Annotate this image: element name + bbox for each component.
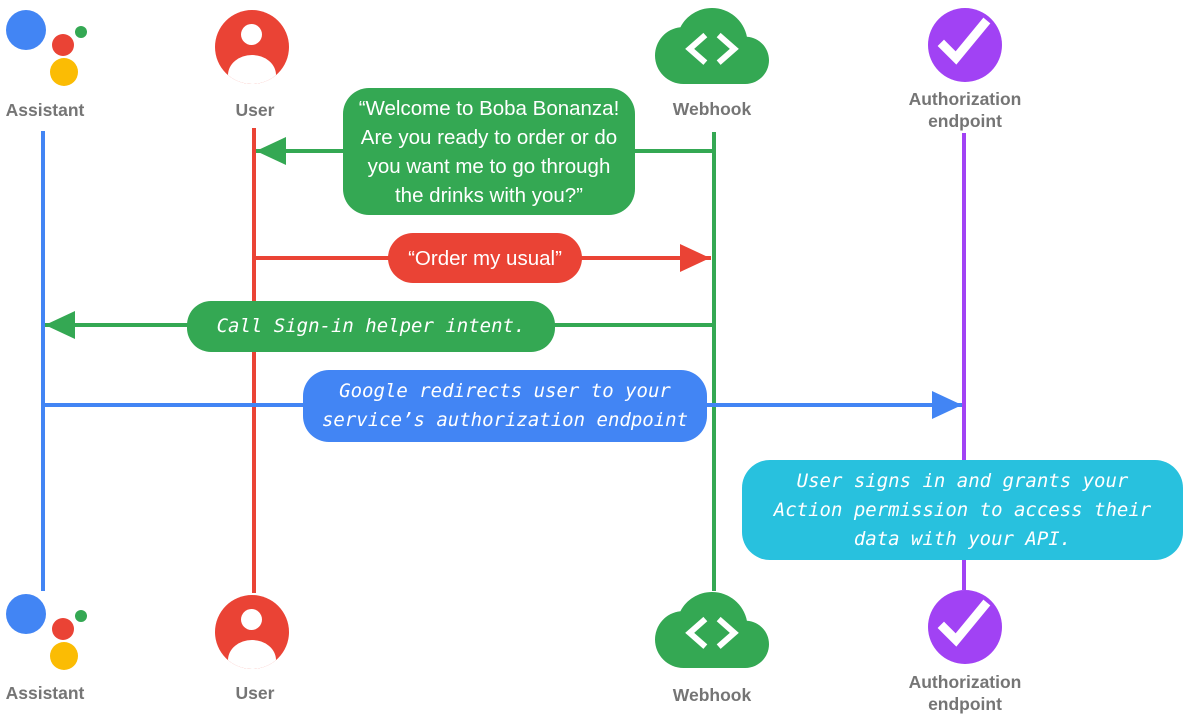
user-signin-note-bubble: User signs in and grants your Action per… [742,460,1183,560]
assistant-logo-red-circle [52,34,74,56]
assistant-logo-green-dot [75,610,87,622]
user-label-top: User [235,100,275,120]
google-assistant-icon [6,8,93,86]
assistant-logo-blue-circle [6,10,46,50]
assistant-logo-red-circle [52,618,74,640]
authorization-endpoint-label-top: Authorization endpoint [908,89,1022,131]
assistant-logo-blue-circle [6,594,46,634]
person-body-shape [228,55,276,84]
signin-helper-action-bubble: Call Sign-in helper intent. [187,301,555,352]
order-message-arrowhead-icon [680,244,710,272]
assistant-logo-yellow-circle [50,642,78,670]
webhook-cloud-code-icon [655,591,769,669]
assistant-logo-green-dot [75,26,87,38]
user-person-icon [215,595,289,669]
webhook-label-top: Webhook [672,99,752,119]
user-person-icon [215,10,289,84]
person-head-shape [241,609,262,630]
redirect-arrowhead-icon [932,391,962,419]
webhook-cloud-code-icon [655,7,769,85]
assistant-lifeline [41,131,45,591]
webhook-label-bottom: Webhook [672,685,752,705]
assistant-label-bottom: Assistant [5,683,85,703]
assistant-logo-yellow-circle [50,58,78,86]
authorization-check-circle-icon [928,590,1002,664]
order-speech-bubble: “Order my usual” [388,233,582,283]
webhook-lifeline [712,132,716,591]
person-body-shape [228,640,276,669]
authorization-endpoint-label-bottom: Authorization endpoint [908,672,1022,714]
assistant-label-top: Assistant [5,100,85,120]
person-head-shape [241,24,262,45]
user-lifeline [252,128,256,593]
welcome-speech-bubble: “Welcome to Boba Bonanza! Are you ready … [343,88,635,215]
google-assistant-icon [6,592,93,670]
authorization-check-circle-icon [928,8,1002,82]
signin-helper-arrowhead-icon [45,311,75,339]
user-label-bottom: User [235,683,275,703]
welcome-message-arrowhead-icon [256,137,286,165]
authorization-endpoint-lifeline [962,133,966,590]
redirect-action-bubble: Google redirects user to your service’s … [303,370,707,442]
